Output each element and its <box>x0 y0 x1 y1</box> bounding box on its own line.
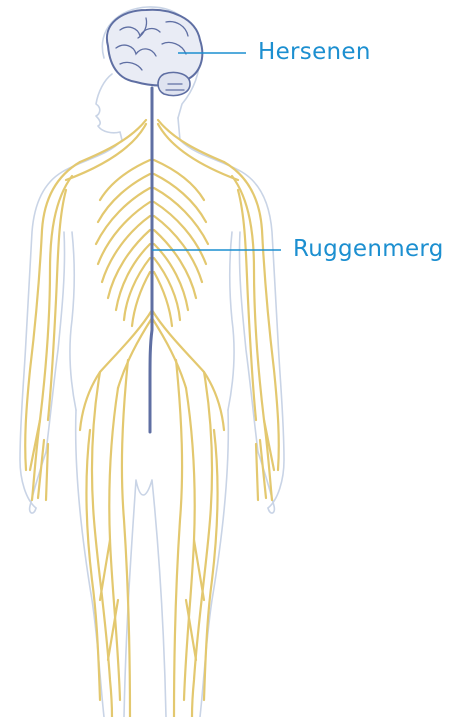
brain-label: Hersenen <box>258 41 371 64</box>
spinal-cord-label: Ruggenmerg <box>293 238 444 261</box>
spinal-cord <box>150 88 152 432</box>
cerebrum <box>107 10 202 86</box>
